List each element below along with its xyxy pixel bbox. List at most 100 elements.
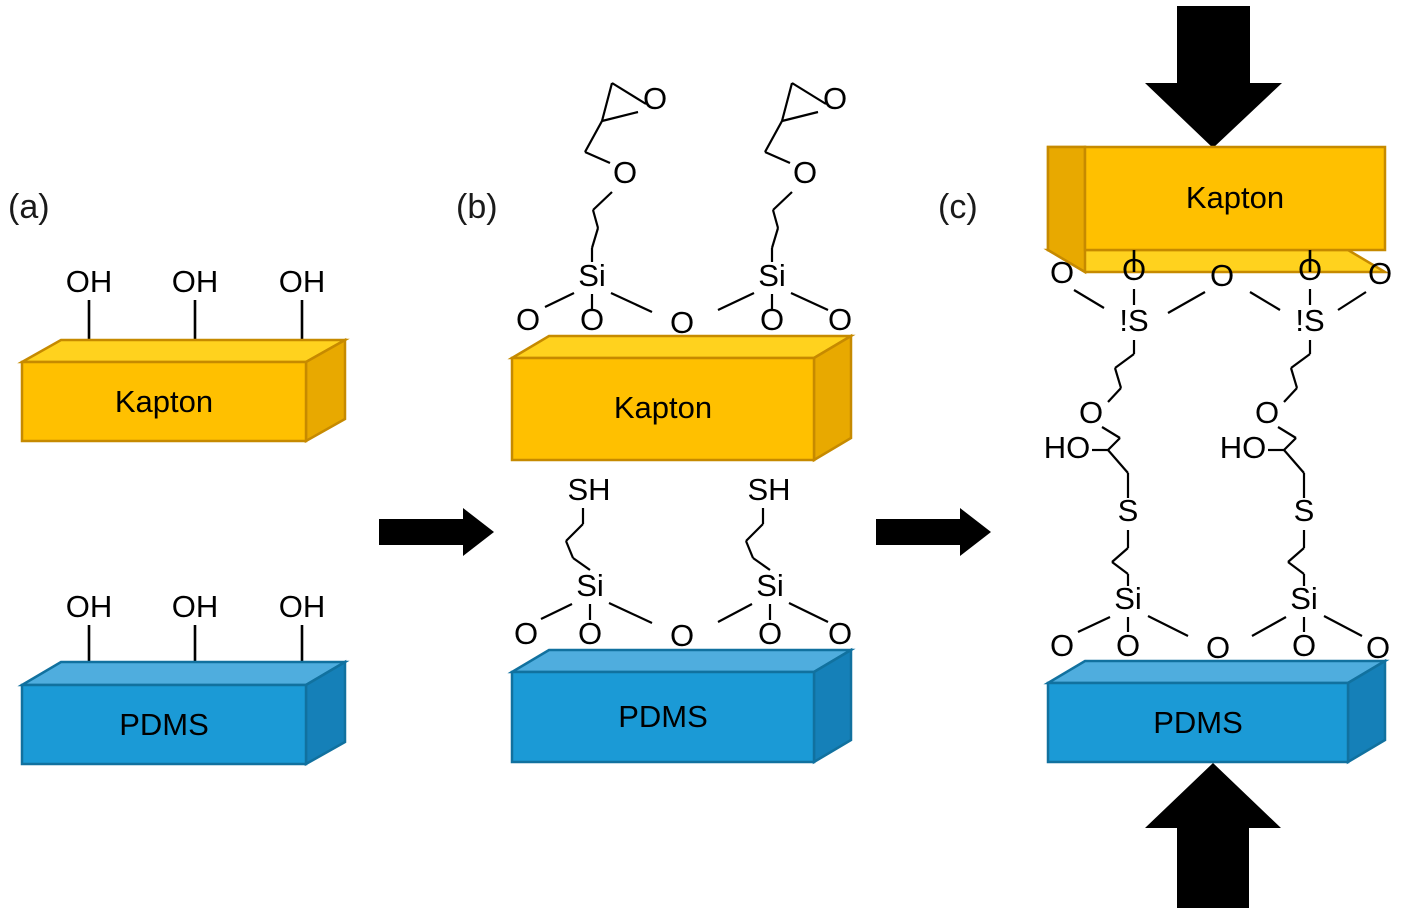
surface-oxygen-label: O [760,302,784,337]
right-arrow-icon [876,508,991,556]
thiol-label: SH [567,472,610,507]
bond-line [1249,291,1281,311]
panel-b-label: (b) [456,188,498,226]
bond-line [1077,616,1111,633]
surface-oxygen-label: O [1210,258,1234,293]
slab-pdms-c: PDMS [1043,658,1390,765]
bond-line [781,110,819,123]
bond-line [591,209,600,229]
bond-line [1101,426,1121,439]
surface-oxygen-label: O [670,618,694,653]
surface-oxygen-label: O [1116,628,1140,663]
bond-line [1114,353,1135,369]
slab-kapton-b: Kapton [507,333,856,463]
surface-oxygen-label: O [580,302,604,337]
slab-side-face [812,333,853,463]
bond-line [788,602,829,623]
bond-line [745,523,764,542]
bond-line [1111,547,1129,563]
slab-top-face [507,334,856,360]
surface-oxygen-label: O [1050,255,1074,290]
panel-c-pdms-surface-oxygens: O O O O O [1050,628,1390,700]
slab-pdms-label: PDMS [119,707,209,742]
surface-oxygen-label: O [1206,630,1230,665]
panel-c-kapton-surface-oxygens: O O O O O [1050,250,1392,293]
bond-line [1323,615,1363,637]
bond-line [744,540,755,559]
surface-oxygen-label: O [1368,256,1392,291]
bond-line [791,82,827,105]
epoxysilane-chain-1: O O Si [544,81,667,313]
thiol-label: SH [747,472,790,507]
panel-a: (a) OH OH OH Kapton OH OH OH [8,188,350,767]
bond-line [1289,367,1299,389]
sulfur-label: S [1118,493,1139,528]
oh-label: OH [172,589,219,624]
bond-line [780,82,794,122]
slab-kapton-a: Kapton [17,337,350,444]
panel-a-label: (a) [8,188,50,226]
bond-line [1107,449,1129,474]
bond-line [752,557,771,571]
bond-line [1073,289,1105,309]
bond-line [592,191,613,211]
slab-pdms-b: PDMS [507,647,856,765]
epoxide-oxygen-label: O [823,81,847,116]
bond-line [1337,291,1367,311]
bond-line [608,602,653,624]
thiolsilane-chain-2: SH Si [717,472,829,623]
bond-line [1290,353,1311,369]
silicon-label: Si [576,568,604,603]
slab-front-face [1046,681,1350,764]
bond-line [1287,561,1305,575]
slab-top-face [507,648,856,674]
silicon-label: Si [1290,581,1318,616]
bond-line [717,603,753,623]
bond-line [771,209,780,229]
arrow-a-to-b [379,508,494,556]
press-arrow-up [1145,763,1281,908]
bond-line [772,191,793,211]
panel-c: (c) Kapton O O O O O [938,6,1392,908]
oh-label: OH [172,264,219,299]
surface-oxygen-label: O [828,616,852,651]
bond-line [572,557,591,571]
oh-label: OH [279,589,326,624]
panel-a-kapton-hydroxyls: OH OH OH [66,264,326,362]
bond-line [1107,387,1122,403]
bond-line [610,292,653,313]
panel-b: (b) O O Si O [456,81,856,765]
bond-line [565,523,584,542]
surface-oxygen-label: O [1122,252,1146,287]
surface-oxygen-label: O [578,616,602,651]
bond-line [540,603,573,620]
bond-line [717,292,755,311]
oh-label: OH [66,589,113,624]
slab-top-face [17,338,350,364]
bond-line [611,82,647,105]
bond-line [770,227,780,249]
hydroxyl-label: HO [1220,430,1267,465]
panel-c-label: (c) [938,188,978,226]
oh-label: OH [66,264,113,299]
bond-line [1251,616,1287,637]
slab-pdms-label: PDMS [1153,705,1243,740]
right-arrow-icon [379,508,494,556]
slab-kapton-label: Kapton [1186,180,1284,215]
bond-line [584,120,603,153]
hydroxyl-label: HO [1044,430,1091,465]
arrow-b-to-c [876,508,991,556]
surface-oxygen-label: O [670,305,694,340]
oh-label: OH [279,264,326,299]
bond-line [1147,615,1189,637]
panel-b-kapton-surface-oxygens: O O O O O [516,302,852,380]
slab-front-face [510,670,816,764]
epoxysilane-chain-2: O O Si [717,81,847,311]
bond-line [1167,291,1206,314]
ether-oxygen-label: O [613,155,637,190]
bond-line [1113,367,1123,389]
bond-line [590,227,600,249]
slab-front-face [20,360,308,443]
surface-oxygen-label: O [516,302,540,337]
up-arrow-icon [1145,763,1281,908]
